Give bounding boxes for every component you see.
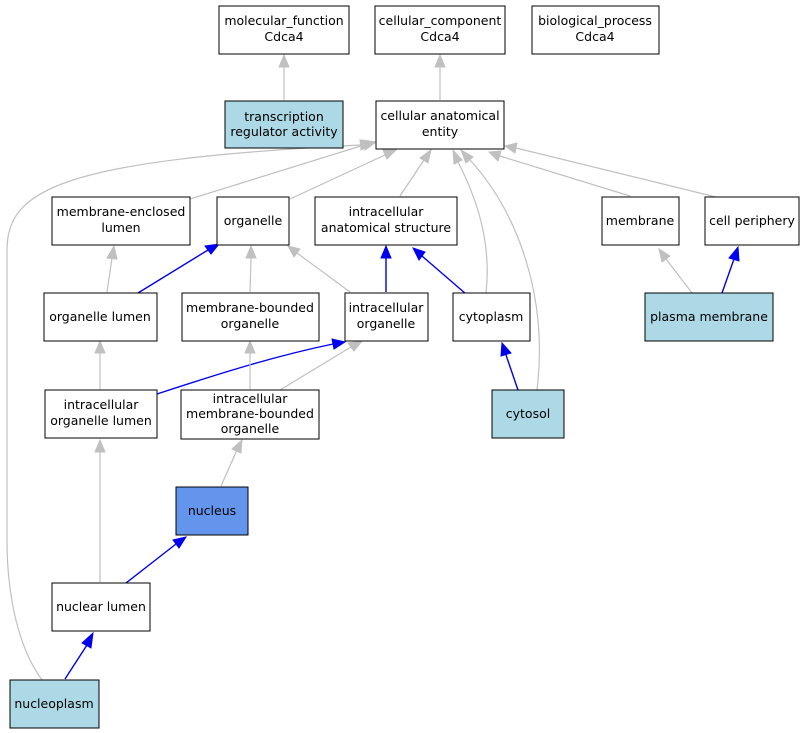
edge-intracellular-organelle-lumen-to-intracellular-organelle: [156, 338, 347, 395]
edge-intracellular-anatomical-structure-to-cellular-anatomical-entity: [399, 148, 432, 197]
node-label-line: Cdca4: [264, 29, 303, 44]
node-organelle[interactable]: organelle: [216, 196, 290, 246]
node-label-line: nucleoplasm: [14, 696, 93, 711]
node-label-line: anatomical structure: [321, 220, 451, 235]
node-cellular-component[interactable]: cellular_component Cdca4: [374, 5, 506, 55]
node-layer: molecular_function Cdca4 cellular_compon…: [9, 5, 800, 729]
node-label-line: regulator activity: [230, 124, 338, 139]
node-label-line: intracellular: [64, 397, 140, 412]
edge-cytosol-to-cytoplasm: [500, 341, 519, 391]
edge-cell-periphery-to-cellular-anatomical-entity: [503, 142, 721, 199]
node-membrane-enclosed-lumen[interactable]: membrane-enclosed lumen: [51, 196, 191, 246]
node-organelle-lumen[interactable]: organelle lumen: [43, 292, 158, 342]
edge-intracellular-organelle-to-intracellular-anatomical-structure: [380, 244, 392, 292]
edge-plasma-membrane-to-membrane: [658, 247, 693, 294]
node-nucleus[interactable]: nucleus: [175, 486, 249, 536]
edge-membrane-bounded-organelle-to-organelle: [245, 244, 257, 293]
node-label-line: nucleus: [188, 503, 236, 518]
node-intracellular-organelle[interactable]: intracellular organelle: [344, 292, 429, 342]
edge-cytoplasm-to-cellular-anatomical-entity: [452, 148, 488, 294]
node-label-line: cell periphery: [709, 213, 795, 228]
node-cellular-anatomical-entity[interactable]: cellular anatomical entity: [375, 100, 505, 150]
edge-nucleoplasm-to-cellular-anatomical-entity: [6, 139, 375, 681]
node-molecular-function[interactable]: molecular_function Cdca4: [218, 5, 350, 55]
edge-intracellular-organelle-to-organelle: [287, 245, 351, 293]
node-label-line: intracellular: [349, 300, 425, 315]
edge-nucleus-to-intracellular-membrane-bounded-organelle: [220, 438, 243, 487]
node-label-line: membrane: [606, 213, 675, 228]
edge-intracellular-membrane-bounded-organelle-to-membrane-bounded-organelle: [244, 339, 256, 389]
edge-organelle-lumen-to-membrane-enclosed-lumen: [106, 244, 118, 293]
node-label-line: cytosol: [506, 406, 550, 421]
node-transcription-regulator-activity[interactable]: transcription regulator activity: [224, 100, 344, 149]
node-label-line: membrane-bounded: [186, 300, 314, 315]
edge-membrane-to-cellular-anatomical-entity: [487, 150, 631, 197]
node-cell-periphery[interactable]: cell periphery: [704, 196, 800, 246]
edge-intracellular-membrane-bounded-organelle-to-intracellular-organelle: [279, 340, 364, 391]
node-label-line: organelle lumen: [49, 309, 151, 324]
node-label-line: cellular_component: [379, 13, 502, 28]
node-label-line: cellular anatomical: [380, 108, 499, 123]
node-nuclear-lumen[interactable]: nuclear lumen: [51, 582, 151, 632]
node-label-line: Cdca4: [420, 29, 459, 44]
node-label-line: organelle: [357, 316, 416, 331]
node-intracellular-membrane-bounded-organelle[interactable]: intracellular membrane-bounded organelle: [180, 389, 320, 440]
edge-nuclear-lumen-to-intracellular-organelle-lumen: [94, 438, 106, 582]
node-membrane-bounded-organelle[interactable]: membrane-bounded organelle: [181, 292, 320, 342]
node-label-line: organelle: [224, 213, 283, 228]
edge-cytoplasm-to-intracellular-anatomical-structure: [412, 247, 467, 295]
node-label-line: membrane-enclosed: [57, 204, 186, 219]
node-label-line: lumen: [101, 220, 140, 235]
node-label-line: biological_process: [538, 13, 652, 28]
edge-membrane-enclosed-lumen-to-cellular-anatomical-entity: [189, 139, 378, 200]
node-label-line: organelle: [221, 421, 280, 436]
node-membrane[interactable]: membrane: [601, 196, 680, 246]
edge-cytosol-to-cellular-anatomical-entity: [460, 148, 540, 391]
node-nucleoplasm[interactable]: nucleoplasm: [9, 679, 100, 729]
node-plasma-membrane[interactable]: plasma membrane: [644, 292, 774, 342]
node-label-line: nuclear lumen: [56, 599, 146, 614]
node-cytoplasm[interactable]: cytoplasm: [452, 292, 531, 342]
node-label-line: organelle: [221, 316, 280, 331]
node-intracellular-anatomical-structure[interactable]: intracellular anatomical structure: [314, 196, 458, 246]
edge-layer: [6, 53, 740, 681]
edge-organelle-to-cellular-anatomical-entity: [289, 149, 398, 200]
node-label-line: Cdca4: [575, 29, 614, 44]
node-label-line: entity: [422, 124, 459, 139]
node-cytosol[interactable]: cytosol: [491, 389, 565, 439]
node-label-line: cytoplasm: [459, 309, 524, 324]
edge-transcription-regulator-activity-to-molecular-function: [278, 53, 290, 100]
node-label-line: molecular_function: [224, 13, 343, 28]
edge-intracellular-organelle-lumen-to-organelle-lumen: [94, 339, 106, 389]
edge-nucleoplasm-to-nuclear-lumen: [64, 631, 94, 680]
node-label-line: intracellular: [349, 204, 425, 219]
node-label-line: organelle lumen: [50, 413, 152, 428]
node-label-line: plasma membrane: [650, 309, 768, 324]
node-intracellular-organelle-lumen[interactable]: intracellular organelle lumen: [44, 389, 158, 439]
edge-cellular-anatomical-entity-to-cellular-component: [434, 53, 446, 100]
node-label-line: transcription: [244, 109, 324, 124]
node-label-line: membrane-bounded: [186, 406, 314, 421]
edge-nuclear-lumen-to-nucleus: [125, 536, 188, 584]
node-biological-process[interactable]: biological_process Cdca4: [531, 5, 660, 55]
node-label-line: intracellular: [213, 391, 289, 406]
edge-organelle-lumen-to-organelle: [137, 243, 221, 294]
edge-plasma-membrane-to-cell-periphery: [721, 245, 740, 294]
